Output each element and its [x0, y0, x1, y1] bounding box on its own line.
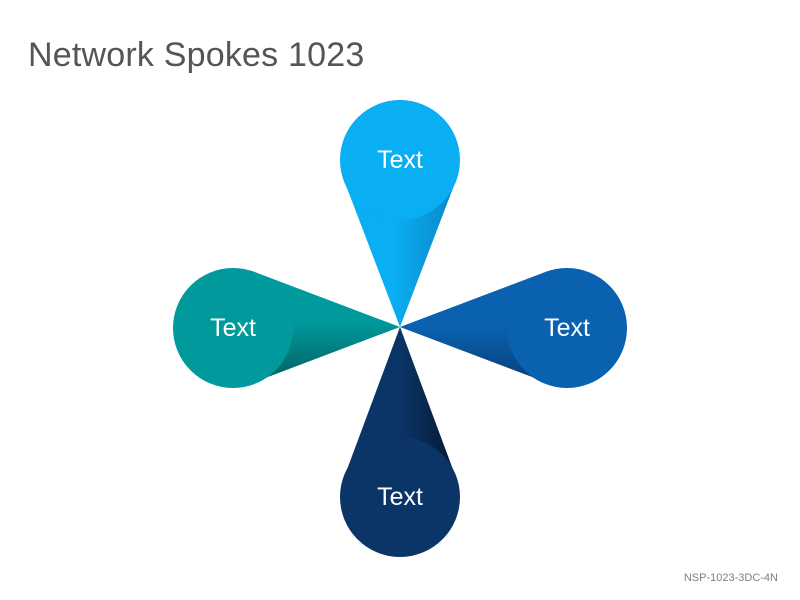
spoke-right-cone: [400, 271, 548, 383]
spoke-top-label: Text: [377, 146, 423, 174]
spoke-top-node: [340, 100, 460, 220]
diagram-title: Network Spokes 1023: [28, 36, 365, 74]
spoke-left-label: Text: [210, 314, 256, 342]
spoke-right-node: [507, 268, 627, 388]
spoke-right: Text: [400, 268, 627, 388]
spoke-bottom-cone: [342, 327, 458, 483]
spoke-right-label: Text: [544, 314, 590, 342]
spoke-top: Text: [340, 100, 460, 327]
spoke-left-node: [173, 268, 293, 388]
spoke-left-cone: [252, 271, 400, 383]
spoke-bottom: Text: [340, 327, 460, 557]
footer-code: NSP-1023-3DC-4N: [683, 572, 778, 584]
spoke-left: Text: [173, 268, 400, 388]
spoke-bottom-label: Text: [377, 483, 423, 511]
spoke-top-cone: [342, 175, 458, 327]
spoke-bottom-node: [340, 437, 460, 557]
